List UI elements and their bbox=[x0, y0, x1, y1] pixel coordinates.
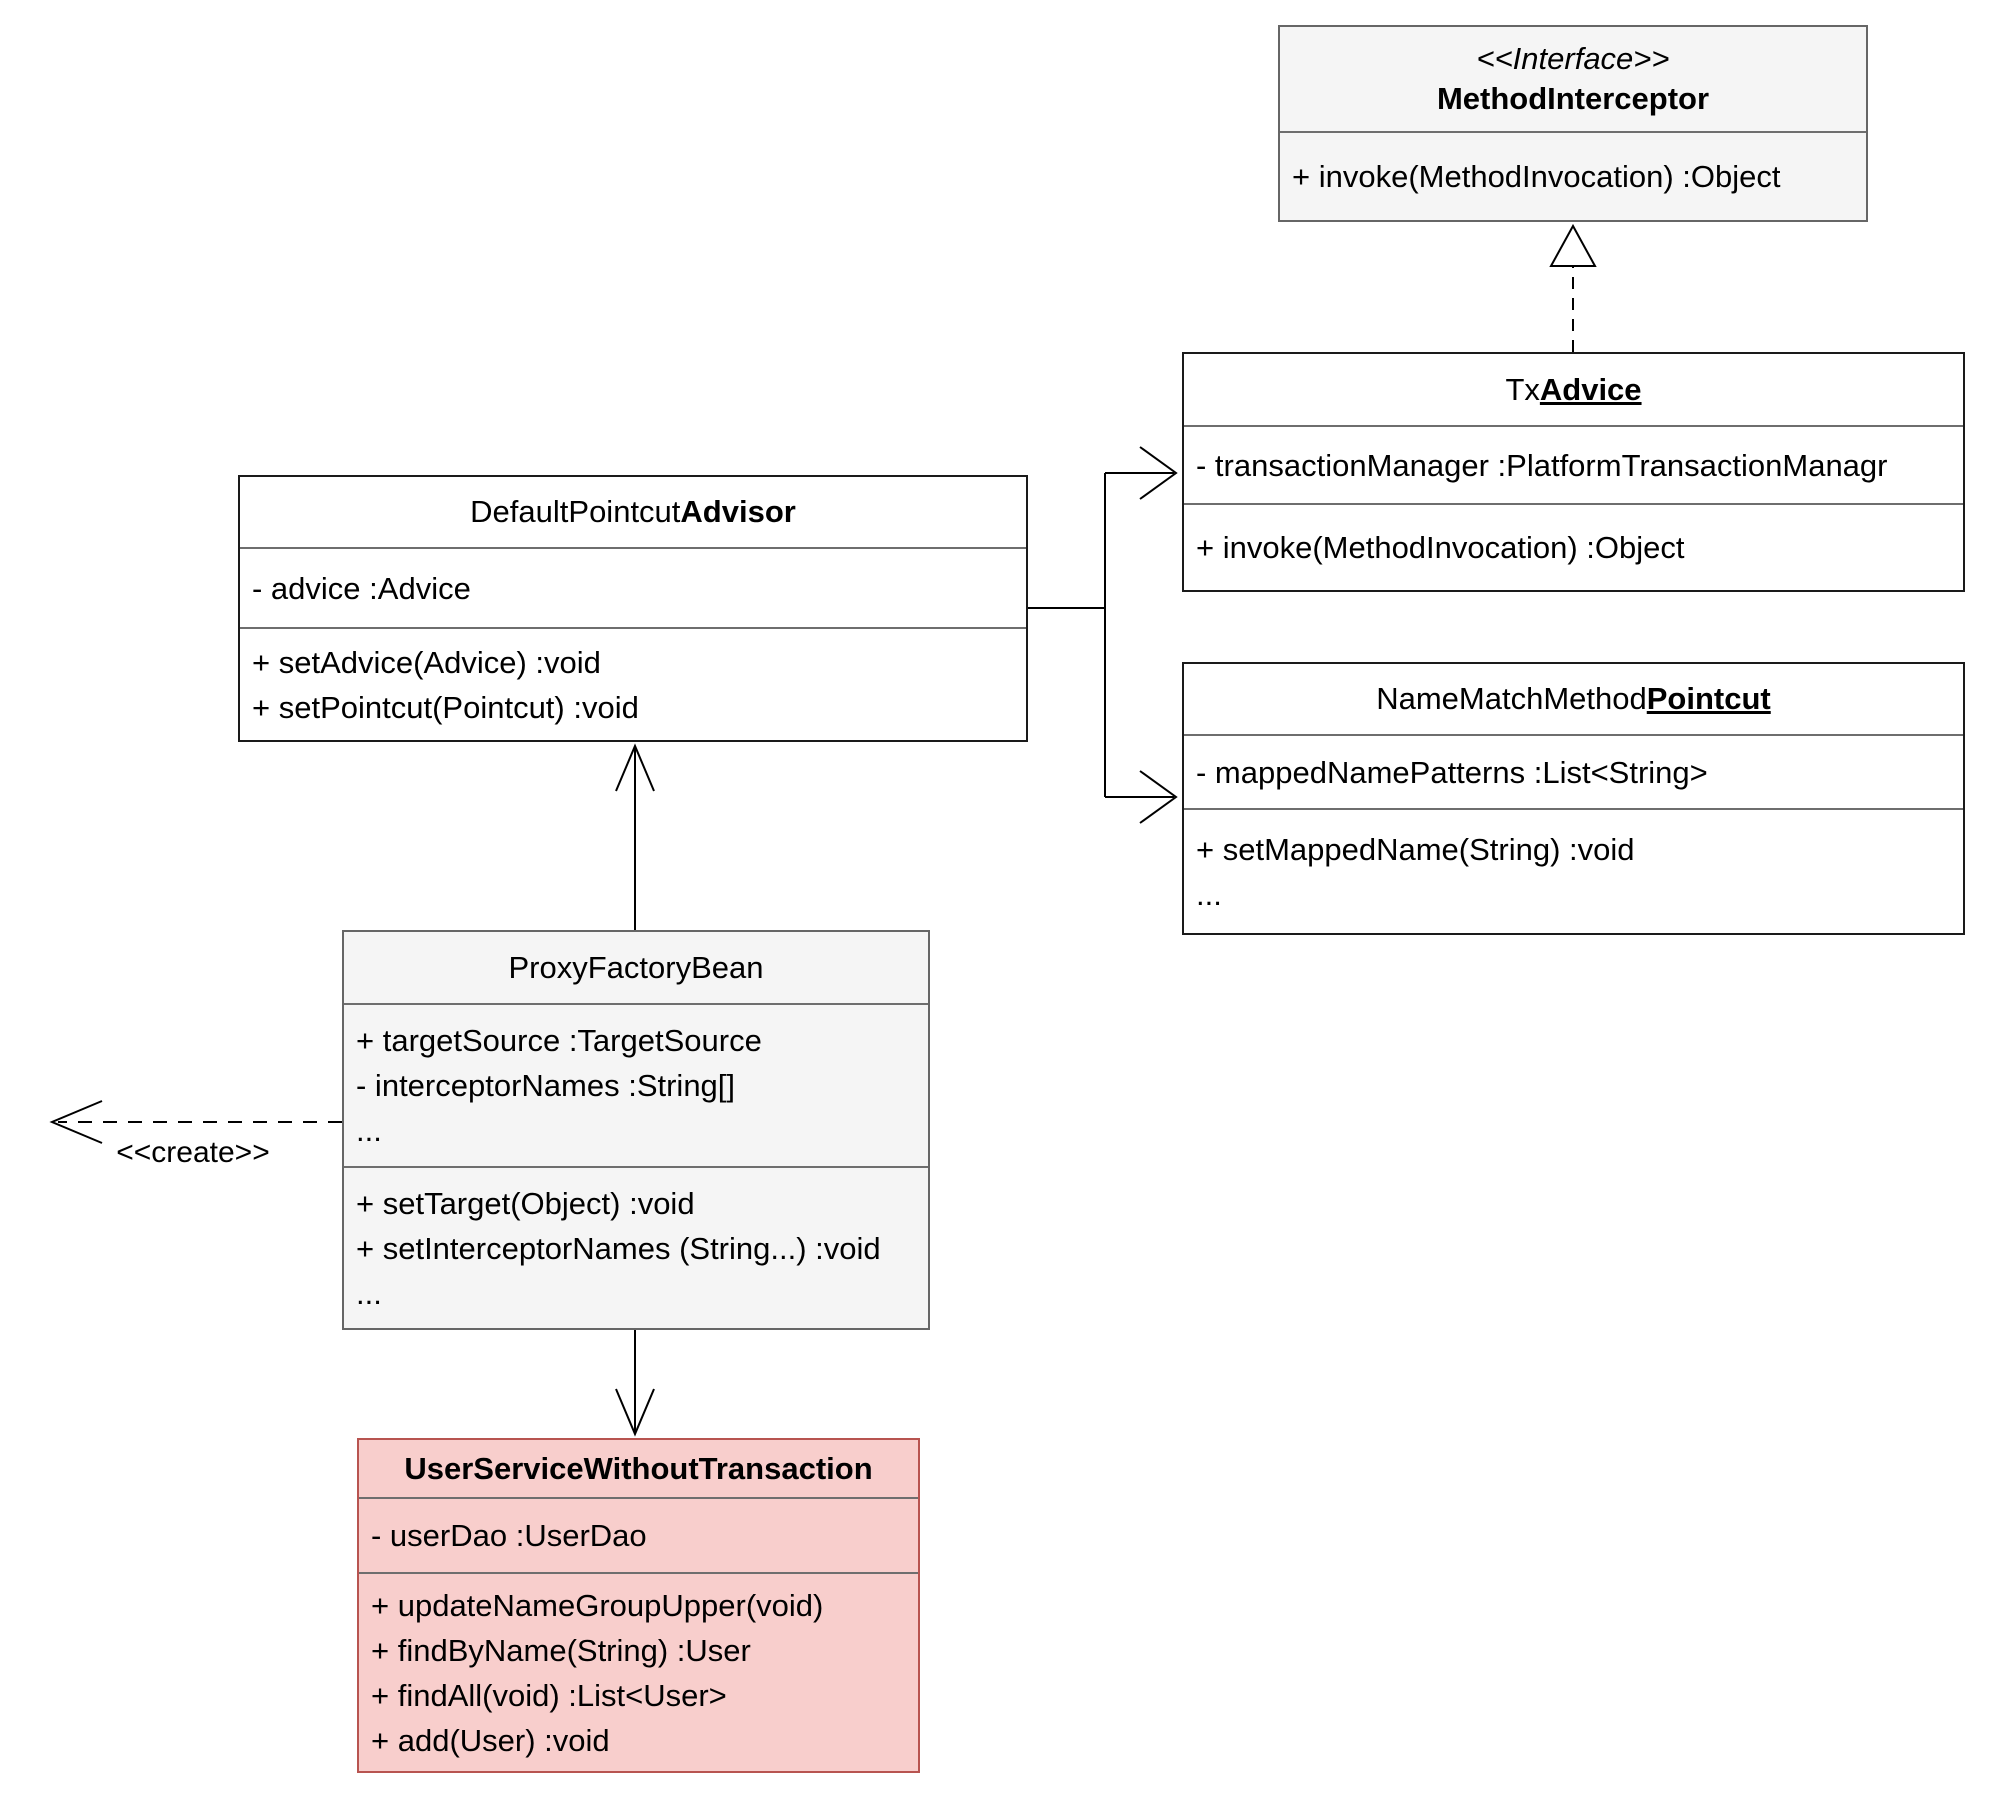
class-title: UserServiceWithoutTransaction bbox=[359, 1440, 918, 1497]
class-title: <<Interface>> MethodInterceptor bbox=[1280, 27, 1866, 131]
class-box-namematchmethodpointcut: NameMatchMethodPointcut - mappedNamePatt… bbox=[1182, 662, 1965, 935]
attributes-compartment: - userDao :UserDao bbox=[359, 1497, 918, 1572]
class-box-defaultpointcutadvisor: DefaultPointcutAdvisor - advice :Advice … bbox=[238, 475, 1028, 742]
attribute: + targetSource :TargetSource bbox=[356, 1023, 762, 1058]
realization-triangle-icon bbox=[1549, 223, 1597, 267]
method: + invoke(MethodInvocation) :Object bbox=[1292, 159, 1781, 194]
attribute: - mappedNamePatterns :List<String> bbox=[1196, 754, 1708, 790]
methods-compartment: + setAdvice(Advice) :void + setPointcut(… bbox=[240, 627, 1026, 740]
method: + add(User) :void bbox=[371, 1722, 610, 1758]
class-name: ProxyFactoryBean bbox=[508, 949, 764, 985]
class-title: DefaultPointcutAdvisor bbox=[240, 477, 1026, 547]
class-name: DefaultPointcutAdvisor bbox=[470, 494, 796, 529]
attribute: ... bbox=[356, 1113, 382, 1148]
attributes-compartment: + targetSource :TargetSource - intercept… bbox=[344, 1003, 928, 1166]
methods-compartment: + invoke(MethodInvocation) :Object bbox=[1184, 503, 1963, 590]
open-arrowhead-icon-to-txadvice bbox=[1139, 446, 1178, 500]
method: + findByName(String) :User bbox=[371, 1632, 751, 1668]
class-box-userservicewithouttransaction: UserServiceWithoutTransaction - userDao … bbox=[357, 1438, 920, 1773]
create-stereotype-label: <<create>> bbox=[116, 1136, 270, 1169]
class-box-txadvice: TxAdvice - transactionManager :PlatformT… bbox=[1182, 352, 1965, 592]
class-title: NameMatchMethodPointcut bbox=[1184, 664, 1963, 734]
open-arrowhead-icon-create bbox=[49, 1100, 103, 1144]
interface-stereotype: <<Interface>> bbox=[1476, 41, 1670, 76]
method: ... bbox=[356, 1275, 382, 1311]
method: + findAll(void) :List<User> bbox=[371, 1677, 727, 1713]
attribute: - interceptorNames :String[] bbox=[356, 1068, 736, 1103]
class-name: NameMatchMethodPointcut bbox=[1376, 681, 1771, 716]
attributes-compartment: - mappedNamePatterns :List<String> bbox=[1184, 734, 1963, 808]
class-name: TxAdvice bbox=[1505, 371, 1642, 407]
method: + updateNameGroupUpper(void) bbox=[371, 1587, 824, 1623]
class-box-proxyfactorybean: ProxyFactoryBean + targetSource :TargetS… bbox=[342, 930, 930, 1330]
methods-compartment: + setMappedName(String) :void ... bbox=[1184, 808, 1963, 933]
attribute: - userDao :UserDao bbox=[371, 1518, 647, 1553]
methods-compartment: + updateNameGroupUpper(void) + findByNam… bbox=[359, 1572, 918, 1771]
method: + invoke(MethodInvocation) :Object bbox=[1196, 530, 1685, 565]
methods-compartment: + invoke(MethodInvocation) :Object bbox=[1280, 131, 1866, 220]
attribute: - advice :Advice bbox=[252, 570, 471, 606]
attributes-compartment: - advice :Advice bbox=[240, 547, 1026, 627]
class-title: TxAdvice bbox=[1184, 354, 1963, 425]
method: + setTarget(Object) :void bbox=[356, 1185, 695, 1221]
association-line-advisor-branch bbox=[1028, 472, 1174, 798]
attributes-compartment: - transactionManager :PlatformTransactio… bbox=[1184, 425, 1963, 503]
class-name: UserServiceWithoutTransaction bbox=[404, 1450, 873, 1486]
class-name: MethodInterceptor bbox=[1436, 81, 1710, 116]
method: ... bbox=[1196, 876, 1222, 912]
attribute: - transactionManager :PlatformTransactio… bbox=[1196, 447, 1888, 483]
class-box-methodinterceptor: <<Interface>> MethodInterceptor + invoke… bbox=[1278, 25, 1868, 222]
class-title: ProxyFactoryBean bbox=[344, 932, 928, 1003]
method: + setMappedName(String) :void bbox=[1196, 831, 1635, 867]
method: + setInterceptorNames (String...) :void bbox=[356, 1230, 881, 1266]
method: + setAdvice(Advice) :void bbox=[252, 644, 601, 680]
method: + setPointcut(Pointcut) :void bbox=[252, 689, 639, 725]
open-arrowhead-icon-to-userservice bbox=[615, 1388, 655, 1437]
open-arrowhead-icon-to-pointcut bbox=[1139, 770, 1178, 824]
open-arrowhead-icon-to-advisor bbox=[615, 743, 655, 792]
methods-compartment: + setTarget(Object) :void + setIntercept… bbox=[344, 1166, 928, 1328]
